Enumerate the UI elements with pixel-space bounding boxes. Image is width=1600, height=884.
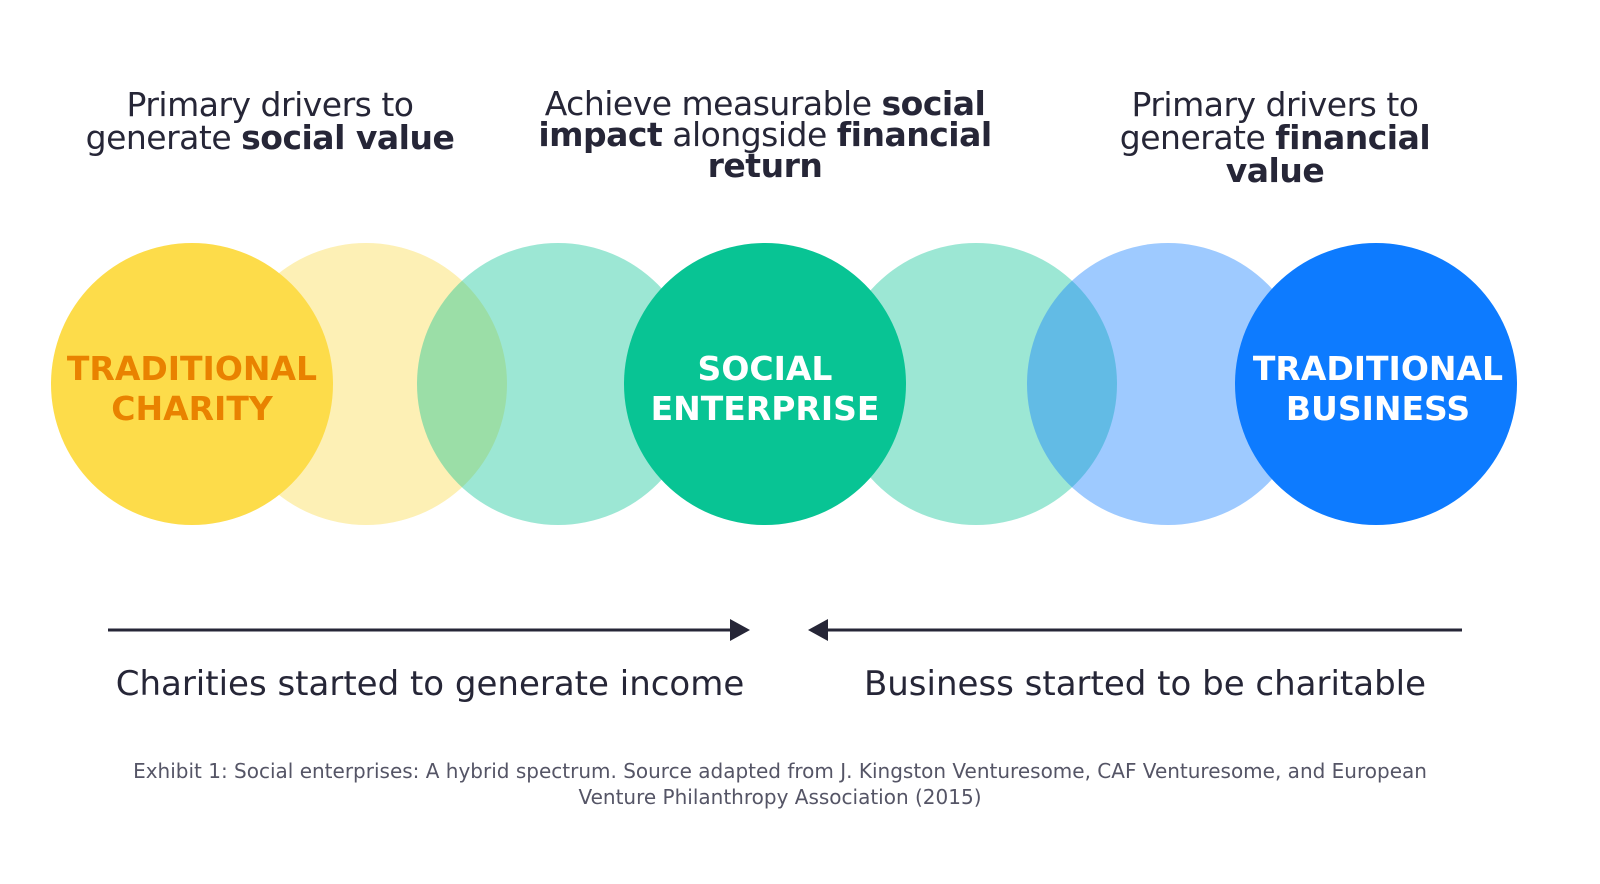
source-note: Exhibit 1: Social enterprises: A hybrid … — [133, 759, 1427, 809]
charity-label-2: CHARITY — [111, 389, 274, 428]
business-label-2: BUSINESS — [1286, 389, 1470, 428]
social-label-2: ENTERPRISE — [651, 389, 880, 428]
arrow-left-icon — [808, 619, 1462, 641]
charity-label-1: TRADITIONAL — [67, 349, 317, 388]
heading-hybrid: Achieve measurable social impact alongsi… — [538, 84, 992, 185]
charity-circle — [51, 243, 333, 525]
caption-business: Business started to be charitable — [863, 664, 1427, 704]
light-green-circle-left — [417, 243, 699, 525]
business-circle — [1235, 243, 1517, 525]
light-green-circle-right — [835, 243, 1117, 525]
arrow-right-icon — [108, 619, 750, 641]
business-label-1: TRADITIONAL — [1253, 349, 1503, 388]
caption-charities: Charities started to generate income — [115, 664, 745, 704]
heading-financial-value: Primary drivers to generate financial va… — [1119, 85, 1431, 190]
light-blue-circle — [1027, 243, 1309, 525]
social-enterprise-circle — [624, 243, 906, 525]
heading-social-value: Primary drivers to generate social value — [85, 85, 455, 157]
social-label-1: SOCIAL — [698, 349, 833, 388]
